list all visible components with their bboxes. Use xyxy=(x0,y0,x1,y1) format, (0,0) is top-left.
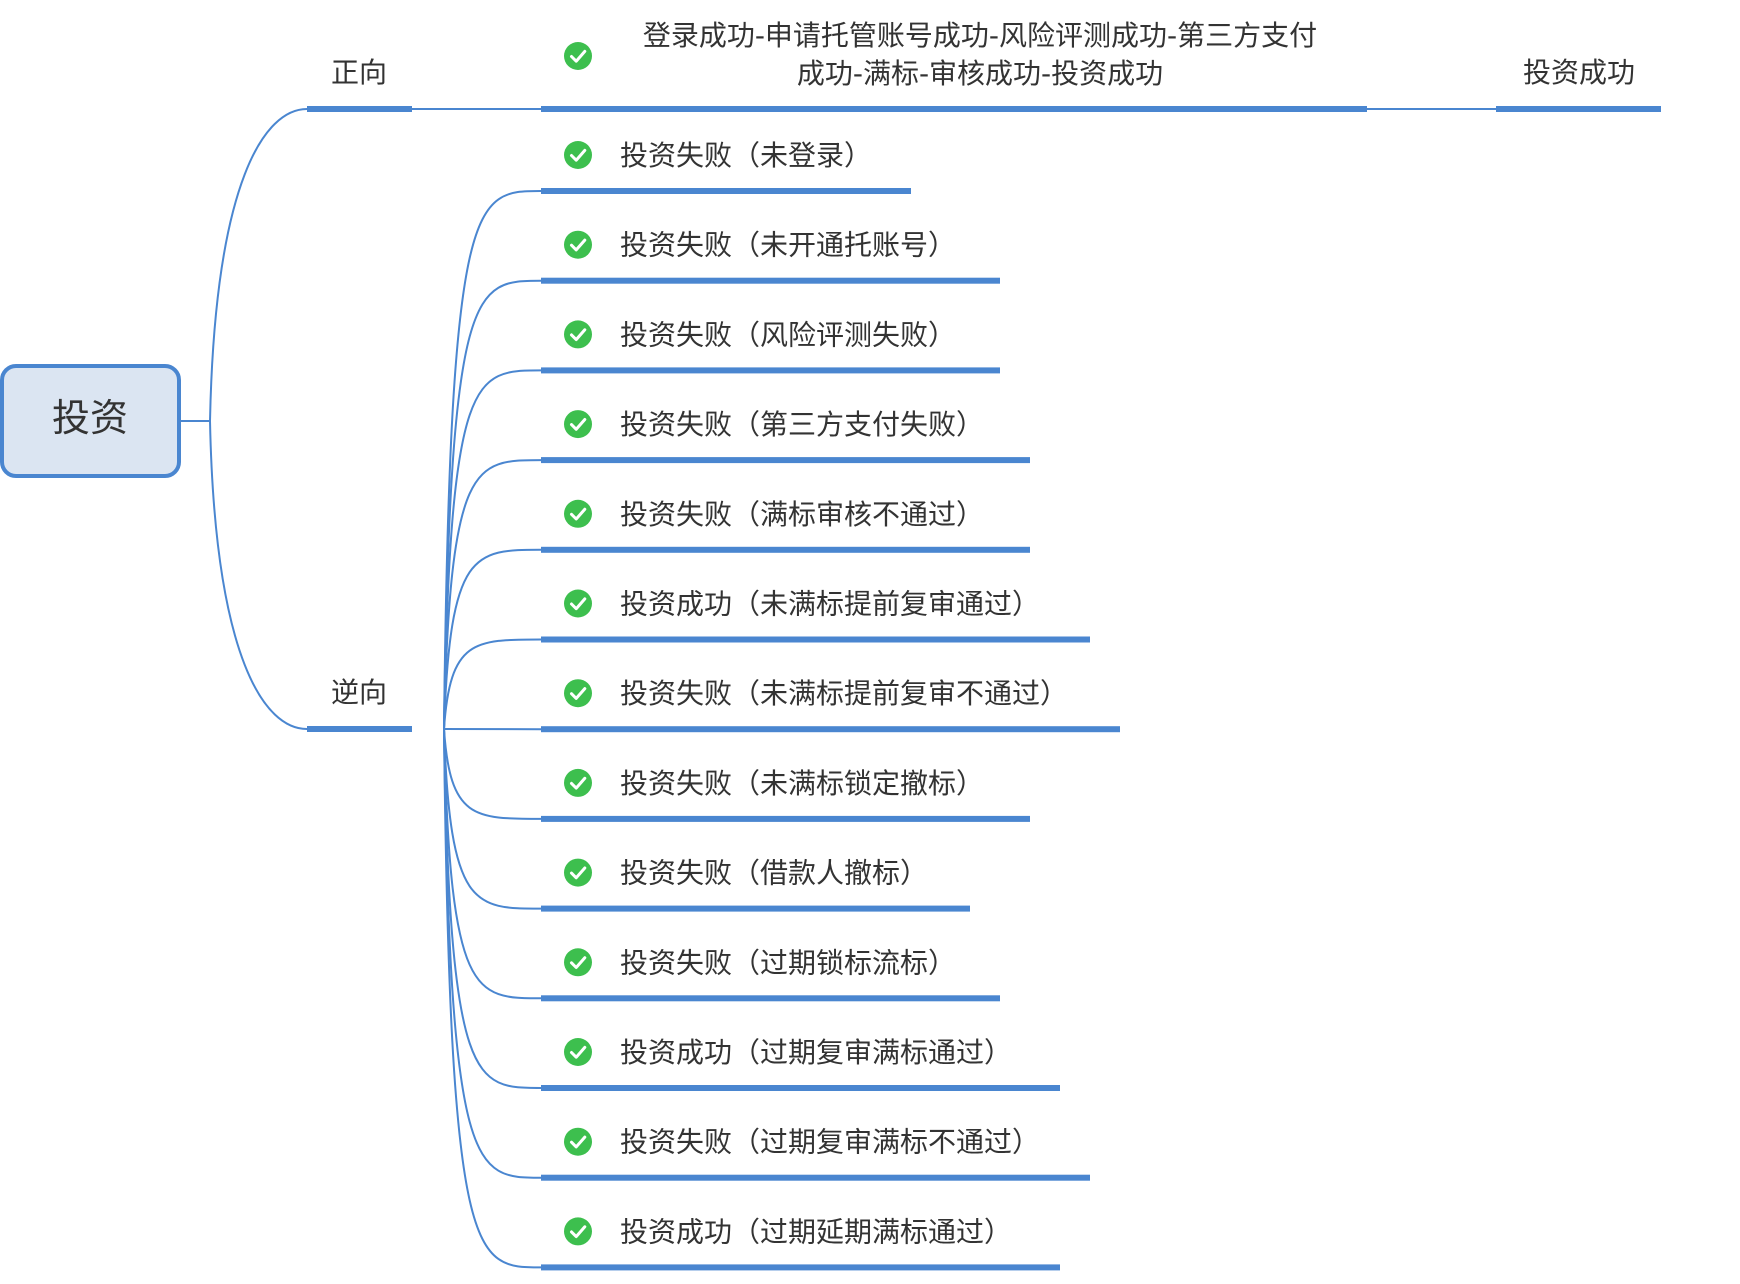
negative-item-label: 投资失败（过期复审满标不通过） xyxy=(620,1126,1040,1159)
connectors xyxy=(179,108,1496,1269)
negative-item-underline xyxy=(541,905,970,912)
check-circle-icon xyxy=(564,768,592,797)
branch-positive-underline xyxy=(307,106,412,112)
check-circle-icon xyxy=(564,410,592,439)
negative-item-label: 投资失败（借款人撤标） xyxy=(620,857,928,890)
negative-item[interactable]: 投资失败（未登录） xyxy=(541,139,911,194)
negative-item[interactable]: 投资成功（过期复审满标通过） xyxy=(541,1036,1060,1091)
negative-item-label: 投资失败（过期锁标流标） xyxy=(620,946,956,979)
negative-item-underline xyxy=(541,367,1000,374)
negative-item-underline xyxy=(541,1085,1060,1091)
root-node[interactable]: 投资 xyxy=(0,364,181,478)
negative-item[interactable]: 投资失败（第三方支付失败） xyxy=(541,408,1030,464)
negative-item-label: 投资失败（未满标提前复审不通过） xyxy=(620,677,1068,710)
connector-negative-item xyxy=(443,190,542,730)
negative-item-underline xyxy=(541,1264,1060,1271)
negative-item[interactable]: 投资失败（过期锁标流标） xyxy=(541,946,1000,1002)
branch-positive-label: 正向 xyxy=(331,56,387,89)
negative-items: 投资失败（未登录） 投资失败（未开通托账号） 投资失败（风险评测失败） 投资失败（第三… xyxy=(541,139,1120,1271)
connector-negative-item xyxy=(443,548,542,730)
negative-item-underline xyxy=(541,188,911,194)
positive-task-underline xyxy=(541,106,1367,112)
check-circle-icon xyxy=(564,679,592,708)
branch-negative-label: 逆向 xyxy=(331,676,387,709)
negative-item-underline xyxy=(541,726,1120,733)
check-circle-icon xyxy=(564,589,592,618)
positive-task-line2: 成功-满标-审核成功-投资成功 xyxy=(797,57,1163,90)
check-circle-icon xyxy=(564,230,592,259)
negative-item[interactable]: 投资失败（借款人撤标） xyxy=(541,857,970,912)
negative-item-label: 投资失败（未开通托账号） xyxy=(620,229,956,262)
negative-item[interactable]: 投资失败（未满标提前复审不通过） xyxy=(541,677,1120,733)
negative-item-underline xyxy=(541,636,1090,643)
check-circle-icon xyxy=(564,42,592,70)
check-circle-icon xyxy=(564,499,592,528)
check-circle-icon xyxy=(564,320,592,349)
negative-item-label: 投资失败（未满标锁定撤标） xyxy=(620,767,984,800)
negative-item-underline xyxy=(541,457,1030,464)
connector-negative-item xyxy=(443,279,542,730)
negative-item-underline xyxy=(541,995,1000,1002)
connector-root-positive xyxy=(209,108,308,422)
positive-result[interactable]: 投资成功 xyxy=(1496,56,1661,112)
connector-negative-item xyxy=(443,728,542,910)
negative-item-label: 投资成功（过期延期满标通过） xyxy=(620,1215,1012,1248)
negative-item[interactable]: 投资失败（风险评测失败） xyxy=(541,318,1000,374)
branch-negative-underline xyxy=(307,726,412,732)
negative-item-label: 投资失败（风险评测失败） xyxy=(620,318,956,351)
negative-item-label: 投资失败（满标审核不通过） xyxy=(620,498,984,531)
connector-negative-item xyxy=(443,728,542,1269)
root-label: 投资 xyxy=(52,396,128,440)
check-circle-icon xyxy=(564,858,592,887)
negative-item-underline xyxy=(541,277,1000,284)
check-circle-icon xyxy=(564,1127,592,1156)
connector-negative-item xyxy=(443,459,542,730)
check-circle-icon xyxy=(564,1217,592,1246)
check-circle-icon xyxy=(564,141,592,169)
connector-negative-item xyxy=(443,728,542,820)
negative-item-label: 投资成功（过期复审满标通过） xyxy=(620,1036,1012,1069)
branch-positive[interactable]: 正向 xyxy=(307,56,412,112)
positive-task-line1: 登录成功-申请托管账号成功-风险评测成功-第三方支付 xyxy=(643,19,1317,52)
negative-item-underline xyxy=(541,815,1030,822)
connector-negative-item xyxy=(443,728,542,1000)
negative-item[interactable]: 投资失败（满标审核不通过） xyxy=(541,498,1030,553)
negative-item[interactable]: 投资失败（过期复审满标不通过） xyxy=(541,1126,1090,1181)
negative-item[interactable]: 投资成功（过期延期满标通过） xyxy=(541,1215,1060,1271)
positive-result-label: 投资成功 xyxy=(1523,56,1635,89)
negative-item[interactable]: 投资失败（未满标锁定撤标） xyxy=(541,767,1030,822)
negative-item-label: 投资失败（第三方支付失败） xyxy=(620,408,984,441)
check-circle-icon xyxy=(564,948,592,977)
negative-item-label: 投资成功（未满标提前复审通过） xyxy=(620,588,1040,621)
connector-root-negative xyxy=(209,420,308,730)
negative-item[interactable]: 投资成功（未满标提前复审通过） xyxy=(541,588,1090,643)
positive-result-underline xyxy=(1496,106,1661,112)
connector-negative-item xyxy=(443,638,542,730)
branch-negative[interactable]: 逆向 xyxy=(307,676,412,732)
negative-item-label: 投资失败（未登录） xyxy=(620,139,872,172)
connector-negative-item xyxy=(443,369,542,730)
negative-item[interactable]: 投资失败（未开通托账号） xyxy=(541,229,1000,284)
check-circle-icon xyxy=(564,1038,592,1066)
negative-item-underline xyxy=(541,546,1030,553)
negative-item-underline xyxy=(541,1174,1090,1181)
positive-task[interactable]: 登录成功-申请托管账号成功-风险评测成功-第三方支付 成功-满标-审核成功-投资… xyxy=(541,19,1367,112)
